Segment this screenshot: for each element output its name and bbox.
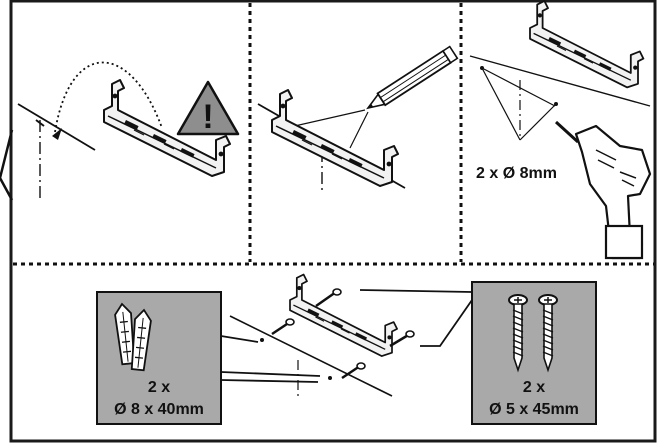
- panel-dividers: [13, 3, 654, 266]
- wall-bracket-icon: [529, 0, 645, 89]
- step-3-panel: 2 x Ø 8mm: [469, 0, 652, 260]
- fixing-screws: [271, 288, 415, 380]
- plugs-size: Ø 8 x 40mm: [114, 401, 204, 418]
- screws-count: 2 x: [523, 379, 545, 396]
- wall-bracket-icon: [289, 273, 398, 357]
- warning-symbol: !: [202, 98, 213, 136]
- pencil-icon: [366, 45, 459, 110]
- outer-frame: [9, 0, 657, 443]
- warning-triangle-icon: !: [176, 80, 240, 136]
- drill-icon: [554, 120, 652, 260]
- step-4-panel: 2 x Ø 8 x 40mm 2 x Ø 5 x 45mm: [96, 273, 597, 425]
- step-2-panel: [257, 45, 459, 190]
- plugs-callout: 2 x Ø 8 x 40mm: [96, 291, 321, 425]
- screws-size: Ø 5 x 45mm: [489, 401, 579, 418]
- drill-size-label: 2 x Ø 8mm: [476, 165, 557, 182]
- screws-callout: 2 x Ø 5 x 45mm: [359, 281, 597, 425]
- callout-notch: [0, 129, 14, 201]
- step-1-panel: !: [17, 61, 240, 200]
- plugs-count: 2 x: [148, 379, 170, 396]
